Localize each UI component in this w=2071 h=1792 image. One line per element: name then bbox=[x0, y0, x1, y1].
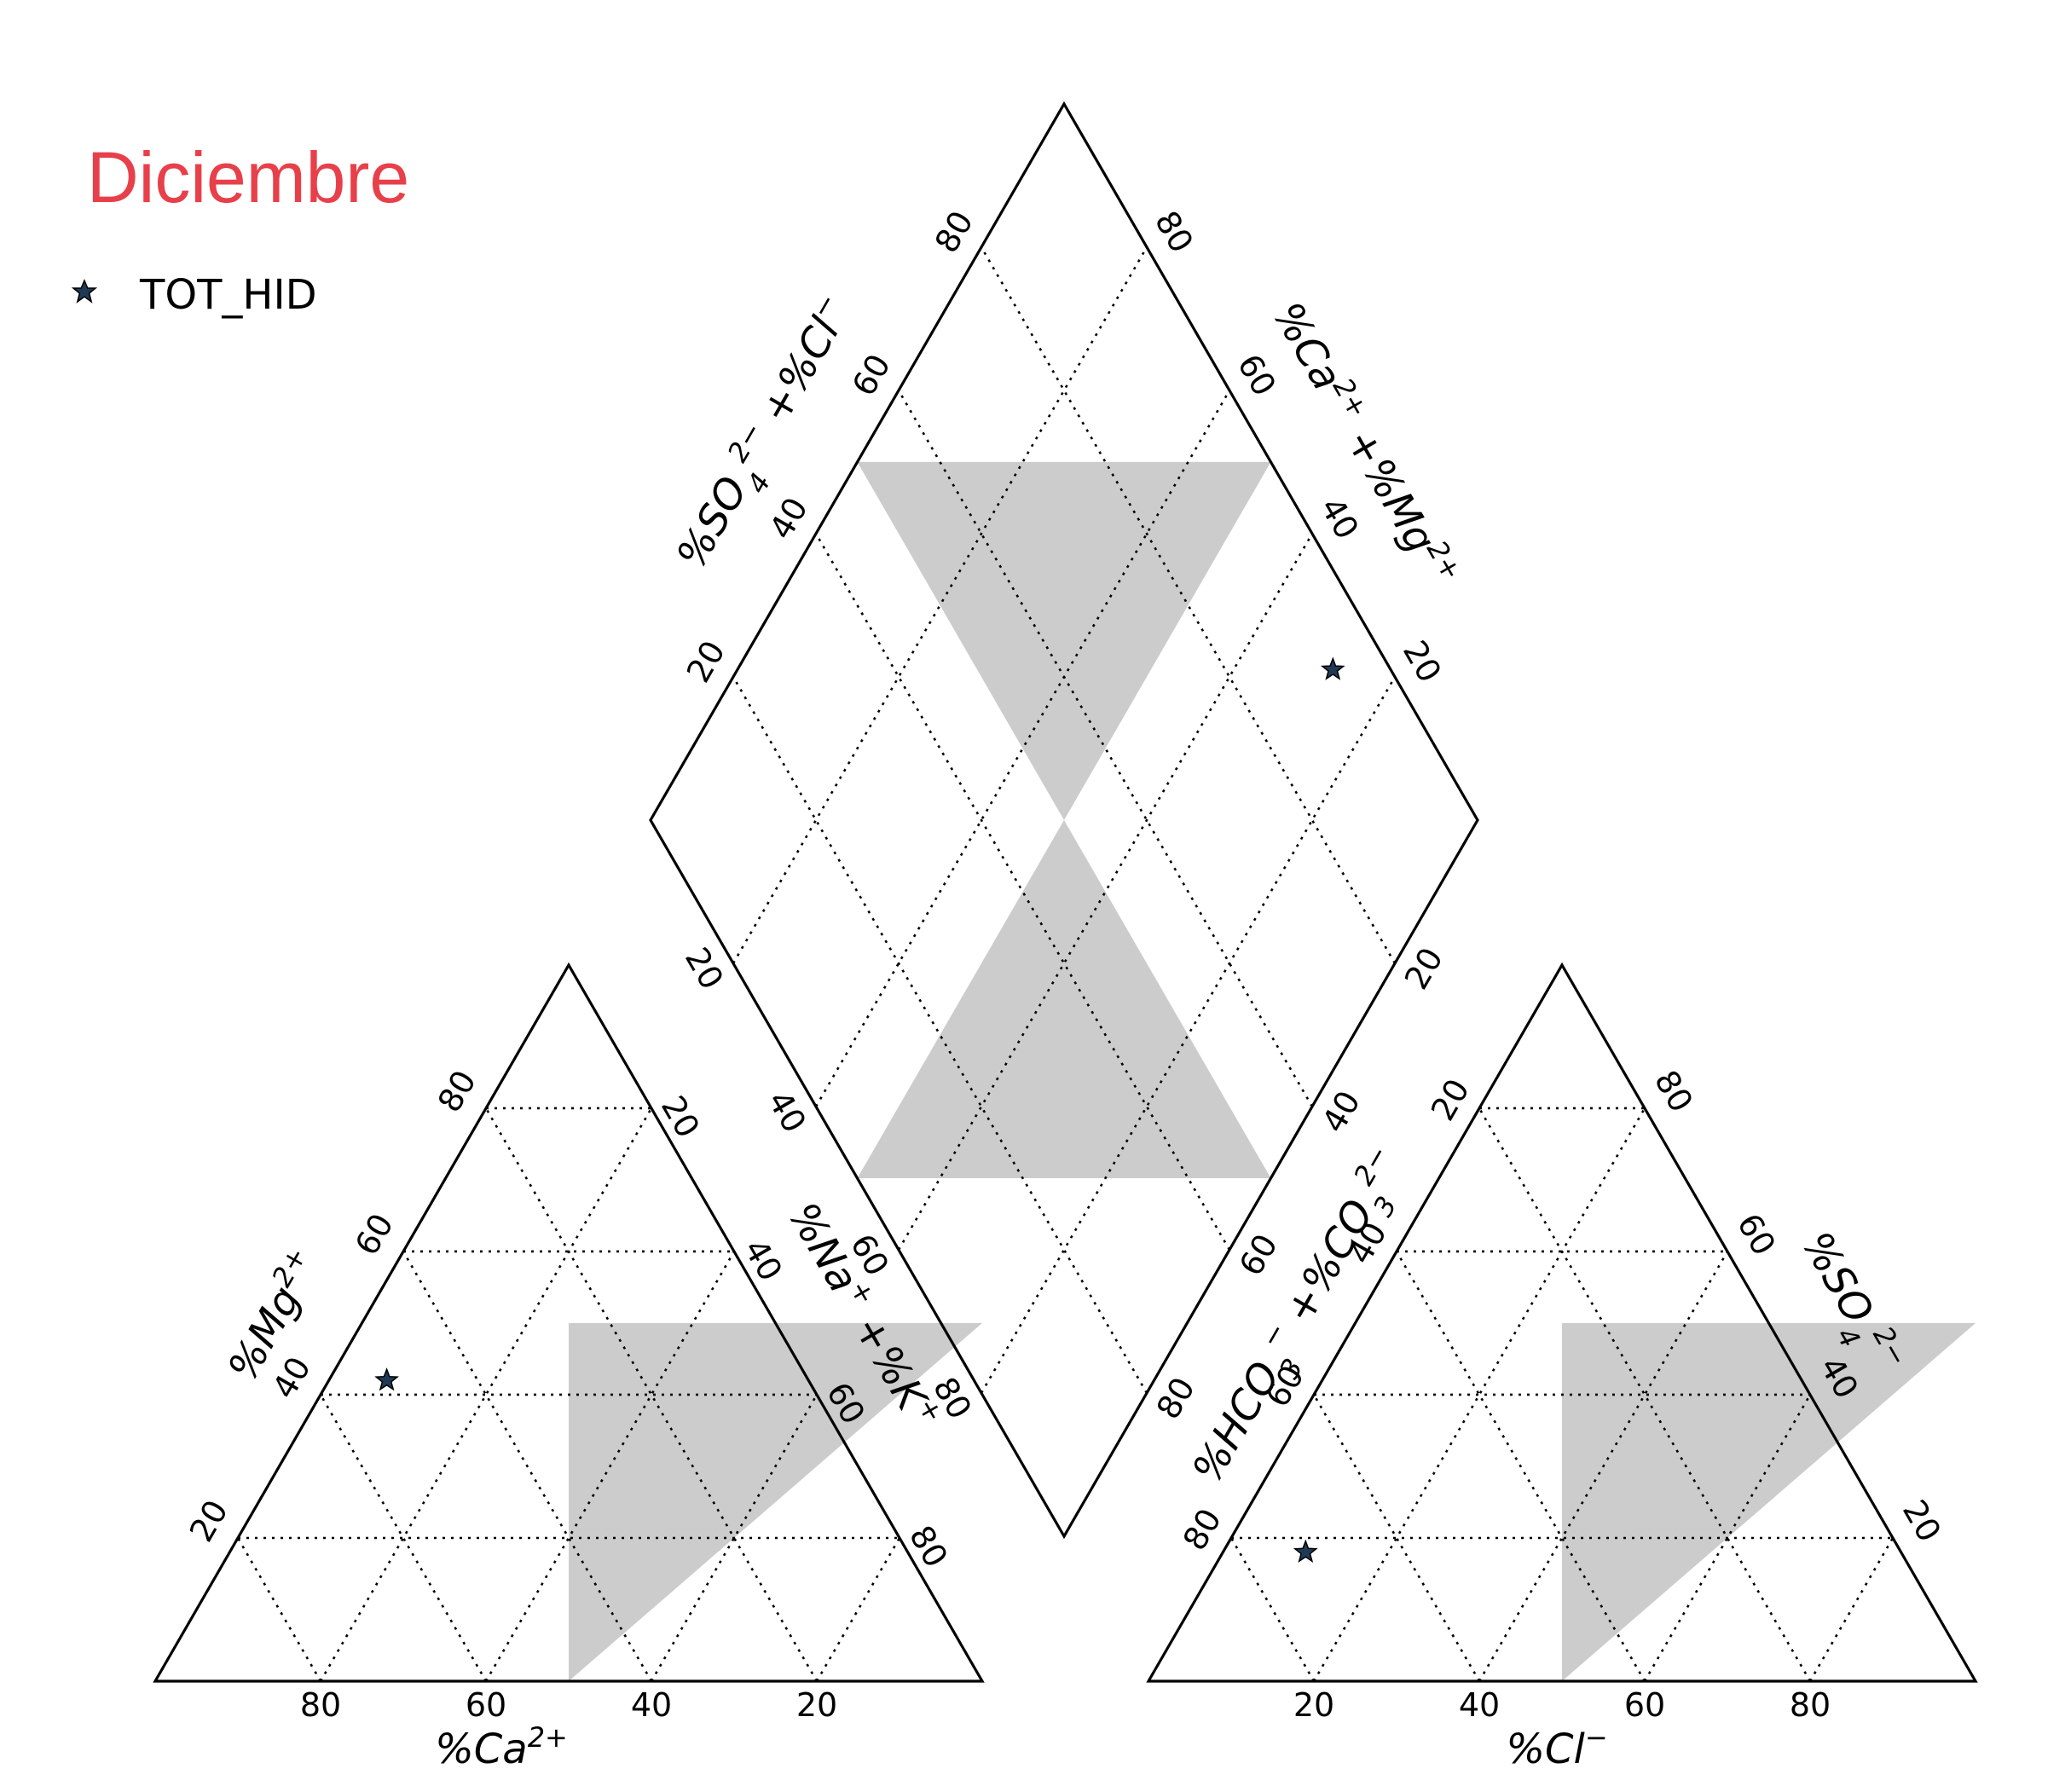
grid-line bbox=[732, 246, 1148, 964]
diamond-lower-zone bbox=[857, 820, 1271, 1178]
grid-line bbox=[814, 533, 1231, 1251]
tick-label: 20 bbox=[678, 941, 731, 996]
grid-line bbox=[402, 1251, 653, 1682]
tick-label: 20 bbox=[680, 634, 732, 689]
cation-zone bbox=[569, 1323, 982, 1681]
diamond-upper-left-axis-label: %SO42− +%Cl− bbox=[664, 287, 872, 582]
grid-line bbox=[815, 1537, 901, 1682]
tick-label: 20 bbox=[1397, 941, 1450, 996]
cation-triangle-frame bbox=[153, 962, 985, 1683]
tick-label: 20 bbox=[182, 1494, 235, 1548]
tick-label: 40 bbox=[762, 491, 815, 546]
grid-line bbox=[897, 533, 1314, 1251]
grid-line bbox=[980, 246, 1397, 964]
tick-label: 60 bbox=[466, 1686, 506, 1724]
tick-label: 60 bbox=[1624, 1686, 1665, 1724]
legend: TOT_HID bbox=[71, 271, 317, 319]
tick-label: 60 bbox=[1230, 348, 1283, 402]
grid-line bbox=[1395, 1251, 1646, 1682]
chart-title: Diciembre bbox=[87, 137, 410, 217]
data-point-cation bbox=[374, 1367, 400, 1391]
diamond-frame bbox=[649, 101, 1479, 1540]
data-point-anion bbox=[1293, 1539, 1318, 1564]
tick-label: 40 bbox=[1313, 491, 1366, 546]
anion-bottom-axis-label: %Cl− bbox=[1506, 1721, 1607, 1773]
anion-zone bbox=[1562, 1323, 1976, 1681]
tick-label: 80 bbox=[431, 1064, 483, 1119]
tick-label: 80 bbox=[928, 205, 981, 259]
grid-line bbox=[1808, 1537, 1895, 1682]
frames bbox=[153, 101, 1978, 1683]
grid-line bbox=[484, 1251, 736, 1682]
tick-label: 40 bbox=[631, 1686, 672, 1724]
grid-line bbox=[732, 676, 1148, 1394]
grid-line bbox=[814, 390, 1231, 1107]
tick-label: 20 bbox=[1396, 634, 1449, 689]
tick-label: 40 bbox=[1315, 1084, 1368, 1139]
data-points bbox=[374, 656, 1345, 1564]
grid-line bbox=[980, 676, 1397, 1394]
grid-line bbox=[897, 390, 1314, 1107]
tick-label: 60 bbox=[1730, 1207, 1783, 1262]
legend-label-tot-hid: TOT_HID bbox=[140, 271, 317, 319]
tick-label: 80 bbox=[1176, 1502, 1229, 1557]
grid-line bbox=[1478, 1251, 1729, 1682]
anion-triangle-frame bbox=[1146, 962, 1978, 1683]
tick-label: 60 bbox=[1232, 1228, 1285, 1282]
grid-line bbox=[1229, 1537, 1316, 1682]
diamond-upper-zone bbox=[857, 461, 1271, 820]
tick-label: 80 bbox=[300, 1686, 341, 1724]
tick-label: 60 bbox=[348, 1207, 401, 1262]
cation-bottom-axis-label: %Ca2+ bbox=[435, 1721, 568, 1773]
tick-label: 40 bbox=[1459, 1686, 1500, 1724]
tick-label: 80 bbox=[1148, 205, 1200, 259]
diamond-upper-right-axis-label: %Ca2+ +%Mg2+ bbox=[1264, 292, 1469, 596]
star-icon bbox=[71, 278, 140, 312]
tick-label: 40 bbox=[737, 1233, 790, 1287]
tick-label: 20 bbox=[796, 1686, 837, 1724]
tick-label: 20 bbox=[1293, 1686, 1334, 1724]
tick-label: 20 bbox=[654, 1090, 707, 1144]
tick-label: 80 bbox=[902, 1519, 955, 1574]
grid-lines bbox=[236, 246, 1895, 1682]
tick-label: 80 bbox=[1149, 1371, 1202, 1425]
data-point-diamond bbox=[1320, 656, 1345, 680]
tick-label: 40 bbox=[761, 1084, 813, 1139]
tick-label: 80 bbox=[1790, 1686, 1831, 1724]
tick-label: 20 bbox=[1895, 1494, 1948, 1548]
tick-label: 60 bbox=[845, 348, 898, 402]
facies-zones bbox=[569, 461, 1976, 1681]
grid-line bbox=[236, 1537, 322, 1682]
tick-label: 80 bbox=[1647, 1064, 1700, 1119]
tick-label: 20 bbox=[1424, 1072, 1477, 1127]
anion-left-axis-label: %HCO3− +%CO32− bbox=[1180, 1140, 1424, 1497]
